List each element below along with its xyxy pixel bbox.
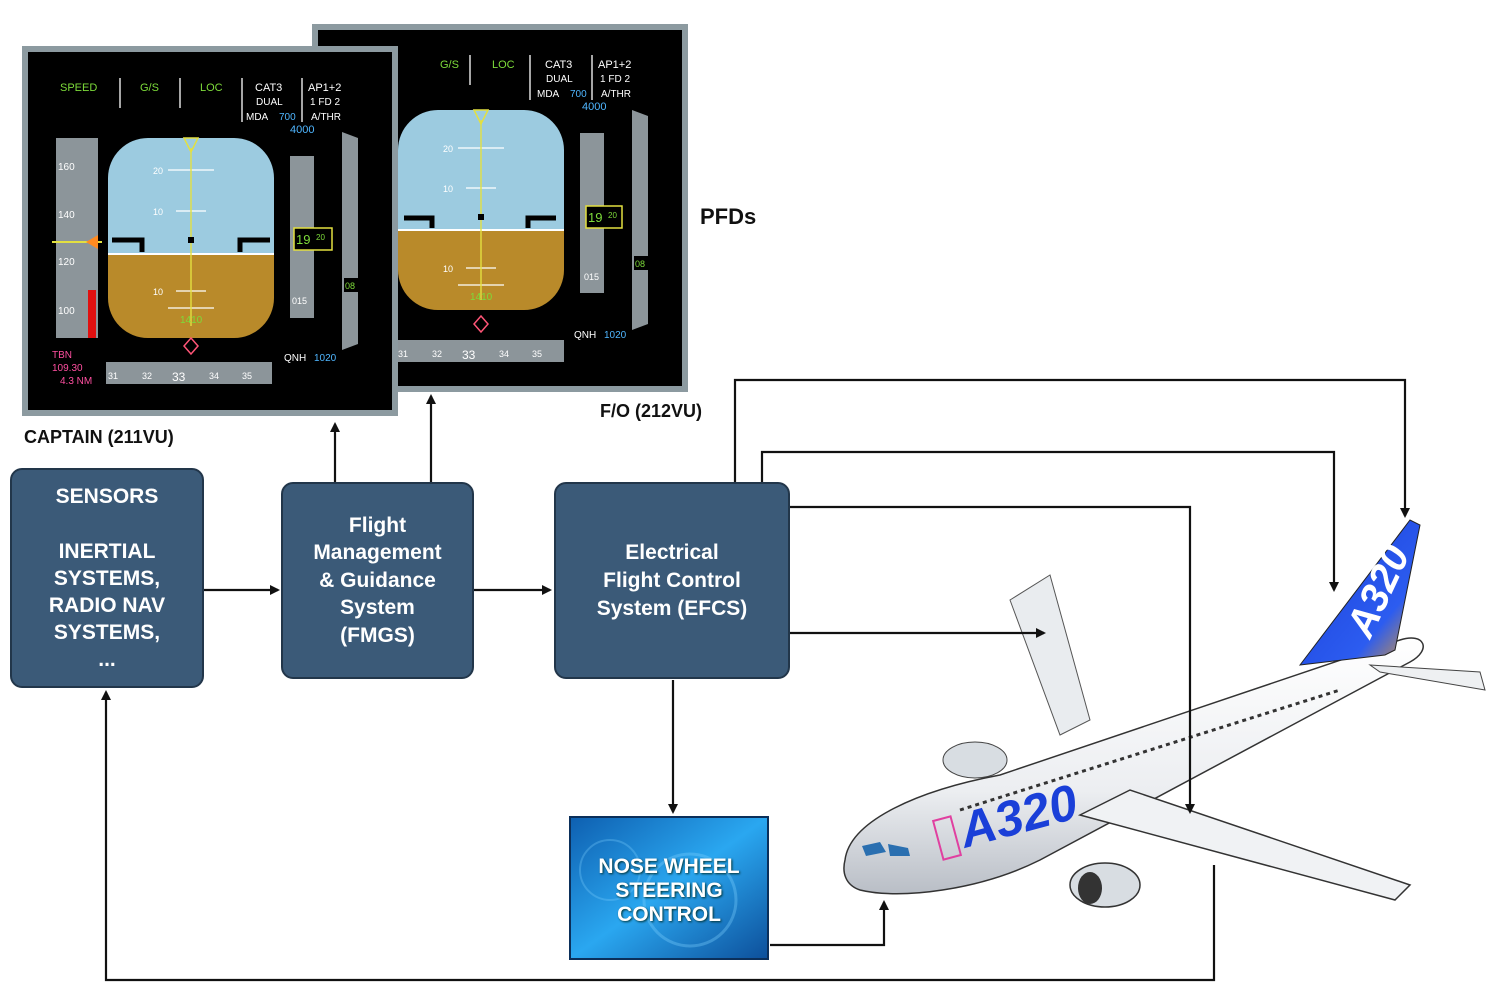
pfd-fo-vs-val: 08 — [635, 259, 645, 269]
pfd-captain-fma-mda-val: 700 — [279, 112, 296, 123]
pfd-captain-alt-20: 20 — [316, 233, 325, 242]
pfd-captain-fma-mda: MDA — [246, 112, 269, 123]
pfd-fo-alt-readout: 19 — [588, 210, 602, 225]
fmgs-line-4: System — [340, 596, 415, 620]
fo-label: F/O (212VU) — [600, 401, 703, 421]
pfd-captain-fma-speed: SPEED — [60, 82, 97, 94]
pfd-captain-alt-readout: 19 — [296, 232, 310, 247]
pfd-fo-fma-athr: A/THR — [601, 89, 631, 100]
pfd-captain-hdg-34: 34 — [209, 371, 219, 381]
pfd-captain-alt-015: 015 — [292, 296, 307, 306]
captain-label: CAPTAIN (211VU) — [24, 427, 174, 447]
pfd-captain-fma-dual: DUAL — [256, 97, 283, 108]
pfd-captain-alt-target: 4000 — [290, 124, 314, 136]
sensors-title: SENSORS — [55, 485, 159, 508]
pfd-fo-radio-alt: 1410 — [470, 292, 493, 303]
arrow-nws-to-nosewheel — [770, 900, 889, 947]
pfd-captain-radio-alt: 1410 — [180, 315, 203, 326]
pfd-captain-spd-140: 140 — [58, 210, 75, 221]
fmgs-line-3: & Guidance — [319, 568, 436, 592]
pfd-fo-pitch-10: 10 — [443, 184, 453, 194]
pfd-captain-hdg-31: 31 — [108, 371, 118, 381]
pfd-captain-fma-athr: A/THR — [311, 112, 341, 123]
pfd-captain-fma-ap: AP1+2 — [308, 82, 341, 94]
pfd-captain-bank-pointer — [182, 137, 200, 154]
pfd-captain-pitch-10-neg: 10 — [153, 287, 163, 297]
pfd-captain-fma-cat: CAT3 — [255, 82, 282, 94]
pfd-captain-pitch-20: 20 — [153, 166, 163, 176]
fmgs-line-5: (FMGS) — [340, 623, 415, 647]
efcs-line-3: System (EFCS) — [596, 596, 748, 620]
efcs-line-1: Electrical — [625, 540, 719, 564]
nws-line-1: NOSE WHEEL — [598, 855, 740, 878]
arrow-efcs-to-rudder — [733, 378, 1410, 518]
pfd-fo-pitch-20: 20 — [443, 144, 453, 154]
pfd-captain-hdg-33: 33 — [172, 370, 186, 384]
pfd-fo-vs-scale — [632, 110, 648, 330]
pfd-fo-alt-20: 20 — [608, 211, 617, 220]
sensors-line-1: INERTIAL — [58, 540, 156, 563]
pfd-captain-heading-tape — [106, 362, 272, 384]
nws-panel-background — [569, 816, 769, 960]
fmgs-line-2: Management — [313, 541, 442, 565]
pfd-captain-vs-val: 08 — [345, 281, 355, 291]
pfd-fo-pitch-10-neg: 10 — [443, 264, 453, 274]
aircraft-a320: A320 A320 — [843, 519, 1486, 908]
pfds-label: PFDs — [700, 204, 757, 229]
pfd-captain-pitch-10: 10 — [153, 207, 163, 217]
pfd-fo-fma-gs: G/S — [440, 59, 459, 71]
pfd-fo-fma-mda-val: 700 — [570, 89, 587, 100]
efcs-box: Electrical Flight Control System (EFCS) — [554, 482, 790, 679]
pfd-fo-qnh-val: 1020 — [604, 330, 627, 341]
pfd-captain-vls-band — [88, 290, 96, 338]
pfd-captain-ils-dme: 4.3 NM — [60, 376, 92, 387]
arrow-efcs-to-elevator — [760, 450, 1339, 592]
pfd-captain-hdg-35: 35 — [242, 371, 252, 381]
nws-line-3: CONTROL — [617, 903, 721, 926]
sensors-line-2: SYSTEMS, — [53, 567, 161, 590]
pfd-captain-spd-100: 100 — [58, 306, 75, 317]
arrow-aircraft-feedback-to-sensors — [101, 690, 1216, 982]
pfd-captain-fma-gs: G/S — [140, 82, 159, 94]
pfd-fo-fma-mda: MDA — [537, 89, 560, 100]
pfd-fo-hdg-32: 32 — [432, 349, 442, 359]
pfd-captain: SPEED G/S LOC CAT3 DUAL MDA 700 AP1+2 1 … — [22, 46, 398, 416]
pfd-captain-spd-120: 120 — [58, 257, 75, 268]
nws-line-2: STEERING — [615, 879, 723, 902]
pfd-captain-qnh-label: QNH — [284, 353, 306, 364]
pfd-fo-fma-fd: 1 FD 2 — [600, 74, 630, 85]
pfd-captain-spd-160: 160 — [58, 162, 75, 173]
pfd-captain-ils-id: TBN — [52, 350, 72, 361]
pfd-captain-ils-freq: 109.30 — [52, 363, 83, 374]
pfd-captain-hdg-32: 32 — [142, 371, 152, 381]
pfd-fo-hdg-34: 34 — [499, 349, 509, 359]
pfd-captain-vs-scale — [342, 132, 358, 350]
arrow-efcs-to-aileron — [790, 505, 1195, 814]
nws-box: NOSE WHEEL STEERING CONTROL — [570, 855, 768, 927]
fmgs-line-1: Flight — [348, 513, 407, 537]
sensors-line-3: RADIO NAV — [48, 594, 166, 617]
pfd-captain-fma-fd: 1 FD 2 — [310, 97, 340, 108]
sensors-line-4: SYSTEMS, — [53, 621, 161, 644]
pfd-fo-qnh-label: QNH — [574, 330, 596, 341]
pfd-fo-fma-dual: DUAL — [546, 74, 573, 85]
fmgs-box: Flight Management & Guidance System (FMG… — [281, 482, 474, 679]
pfd-fo-fma-loc: LOC — [492, 59, 515, 71]
pfd-fo-alt-target: 4000 — [582, 101, 606, 113]
pfd-fo-hdg-33: 33 — [462, 348, 476, 362]
pfd-fo-bank-pointer — [472, 109, 490, 126]
pfd-captain-fma-loc: LOC — [200, 82, 223, 94]
pfd-captain-qnh-val: 1020 — [314, 353, 337, 364]
pfd-fo-fma-ap: AP1+2 — [598, 59, 631, 71]
pfd-fo-hdg-35: 35 — [532, 349, 542, 359]
sensors-box: SENSORS INERTIAL SYSTEMS, RADIO NAV SYST… — [10, 468, 204, 688]
pfd-fo-heading-tape — [396, 340, 564, 362]
pfd-fo-hdg-31: 31 — [398, 349, 408, 359]
sensors-line-5: ... — [98, 648, 116, 671]
efcs-line-2: Flight Control — [603, 568, 741, 592]
pfd-fo-fma-cat: CAT3 — [545, 59, 572, 71]
pfd-fo-alt-015: 015 — [584, 272, 599, 282]
connectors — [101, 378, 1410, 982]
